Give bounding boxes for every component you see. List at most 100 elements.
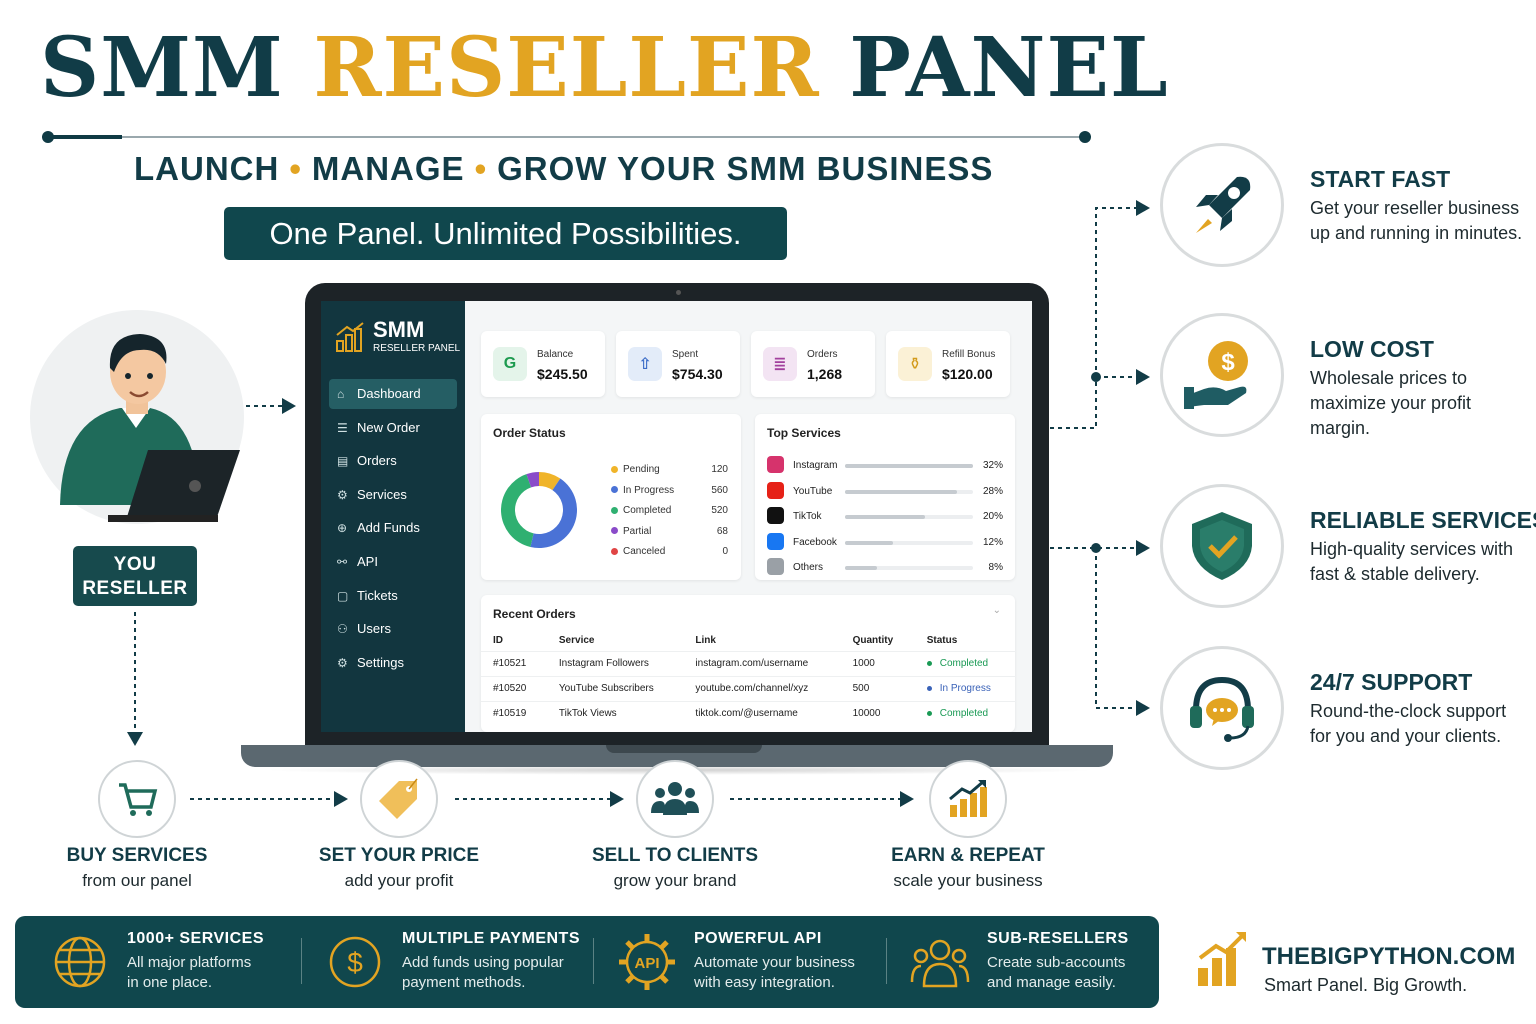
cart-icon: ☰ xyxy=(337,420,348,435)
donut-slice-pending xyxy=(539,472,561,491)
tickets-icon: ▢ xyxy=(337,588,349,603)
sidebar-item-label: New Order xyxy=(357,419,420,435)
cell-qty: 500 xyxy=(840,675,915,701)
service-bar-fill xyxy=(845,540,893,545)
page-title: SMM RESELLER PANEL xyxy=(40,18,1169,118)
service-bar-track xyxy=(845,464,973,468)
avatar-circle xyxy=(30,310,244,524)
status-badge: Completed xyxy=(939,708,989,720)
stat-label: Refill Bonus xyxy=(942,349,996,360)
api-gear-icon: API xyxy=(617,932,677,992)
bar-item-desc: with easy integration. xyxy=(694,974,835,991)
legend-label: Completed xyxy=(623,505,672,516)
order-status-donut xyxy=(501,472,577,548)
legend-label: Canceled xyxy=(623,546,666,557)
price-tag-icon xyxy=(360,760,438,838)
legend-value: 0 xyxy=(722,546,728,557)
donut-slice-completed xyxy=(501,474,534,548)
column-header[interactable]: Service xyxy=(558,635,595,647)
bar-item-desc: in one place. xyxy=(127,974,213,991)
orders-icon: ≣ xyxy=(763,347,797,381)
title-divider xyxy=(44,136,1090,138)
title-part-reseller: RESELLER xyxy=(313,20,820,116)
service-percent: 28% xyxy=(982,485,1003,497)
sidebar-item-tickets[interactable]: ▢Tickets xyxy=(329,581,457,611)
orders-icon: ▤ xyxy=(337,454,349,469)
cell-link[interactable]: tiktok.com/@username xyxy=(683,700,841,726)
subtitle-grow: GROW YOUR SMM BUSINESS xyxy=(497,150,994,187)
donut-slice-partial xyxy=(526,472,539,488)
reseller-label: RESELLER xyxy=(82,578,188,599)
status-legend-pending: Pending xyxy=(611,464,660,475)
users-icon: ⚇ xyxy=(337,622,348,637)
column-header[interactable]: Status xyxy=(926,635,958,647)
feature-description: Round-the-clock support for you and your… xyxy=(1310,701,1507,746)
chevron-down-icon[interactable]: ⌄ xyxy=(992,605,1001,616)
legend-label: In Progress xyxy=(623,484,675,496)
cell-service: Instagram Followers xyxy=(546,650,684,676)
subtitle-launch: LAUNCH xyxy=(134,150,280,187)
svg-text:$: $ xyxy=(1221,349,1235,376)
sidebar-item-orders[interactable]: ▤Orders xyxy=(329,446,457,476)
laptop-base xyxy=(241,745,1113,767)
brand-name[interactable]: THEBIGPYTHON.COM xyxy=(1262,943,1516,970)
stat-card-spent[interactable]: ⇧Spent$754.30 xyxy=(616,331,740,397)
stat-label: Spent xyxy=(672,349,699,360)
legend-dot xyxy=(611,547,618,555)
legend-value: 68 xyxy=(716,525,728,537)
clients-icon xyxy=(636,760,714,838)
balance-icon: G xyxy=(493,347,527,381)
cell-link[interactable]: instagram.com/username xyxy=(683,650,841,676)
feature-description: High-quality services with fast & stable… xyxy=(1310,539,1514,584)
reseller-person-icon xyxy=(60,334,240,522)
stat-value: $245.50 xyxy=(537,366,588,382)
services-icon: ⚙ xyxy=(337,487,348,502)
you-label: YOU xyxy=(113,554,157,575)
dashboard-screen: SMM RESELLER PANEL ⌂Dashboard☰New Order▤… xyxy=(321,301,1032,732)
donut-slice-in-progress xyxy=(530,478,577,548)
service-percent: 20% xyxy=(982,511,1003,522)
bar-item-title: MULTIPLE PAYMENTS xyxy=(402,930,580,947)
legend-dot xyxy=(611,465,618,473)
sidebar-item-api[interactable]: ⚯API xyxy=(329,547,457,577)
laptop-notch xyxy=(606,745,762,753)
legend-dot xyxy=(611,506,618,514)
sidebar-item-label: Services xyxy=(357,486,407,502)
feature-description: Wholesale prices to maximize your profit… xyxy=(1310,368,1472,438)
sidebar-item-label: Settings xyxy=(357,654,404,670)
column-header[interactable]: Link xyxy=(695,635,716,647)
rocket-icon xyxy=(1160,143,1284,267)
sidebar-item-new-order[interactable]: ☰ New Order xyxy=(329,413,457,443)
column-header[interactable]: Quantity xyxy=(852,635,894,647)
stat-value: $120.00 xyxy=(942,366,993,382)
cell-link[interactable]: youtube.com/channel/xyz xyxy=(683,675,841,701)
cell-id: #10520 xyxy=(481,675,547,701)
legend-value: 120 xyxy=(711,464,728,475)
sidebar-item-users[interactable]: ⚇Users xyxy=(329,614,457,644)
sidebar-item-dashboard[interactable]: ⌂Dashboard xyxy=(329,379,457,409)
sidebar-item-add-funds[interactable]: ⊕Add Funds xyxy=(329,513,457,543)
you-reseller-badge: YOU RESELLER xyxy=(73,546,197,606)
instagram-icon xyxy=(767,456,784,473)
bar-item-desc: and manage easily. xyxy=(987,974,1116,991)
stat-card-refill-bonus[interactable]: ⚱Refill Bonus$120.00 xyxy=(886,331,1010,397)
sidebar-item-settings[interactable]: ⚙Settings xyxy=(329,648,457,678)
service-percent: 12% xyxy=(982,536,1003,548)
cell-status: Completed xyxy=(914,650,1016,676)
top-services-title: Top Services xyxy=(767,426,841,440)
shield-check-icon xyxy=(1160,484,1284,608)
feature-title: RELIABLE SERVICES xyxy=(1310,507,1536,533)
facebook-icon xyxy=(767,532,784,550)
cell-service: YouTube Subscribers xyxy=(546,675,684,701)
sidebar-item-services[interactable]: ⚙ Services xyxy=(329,480,457,510)
column-header[interactable]: ID xyxy=(493,635,503,647)
